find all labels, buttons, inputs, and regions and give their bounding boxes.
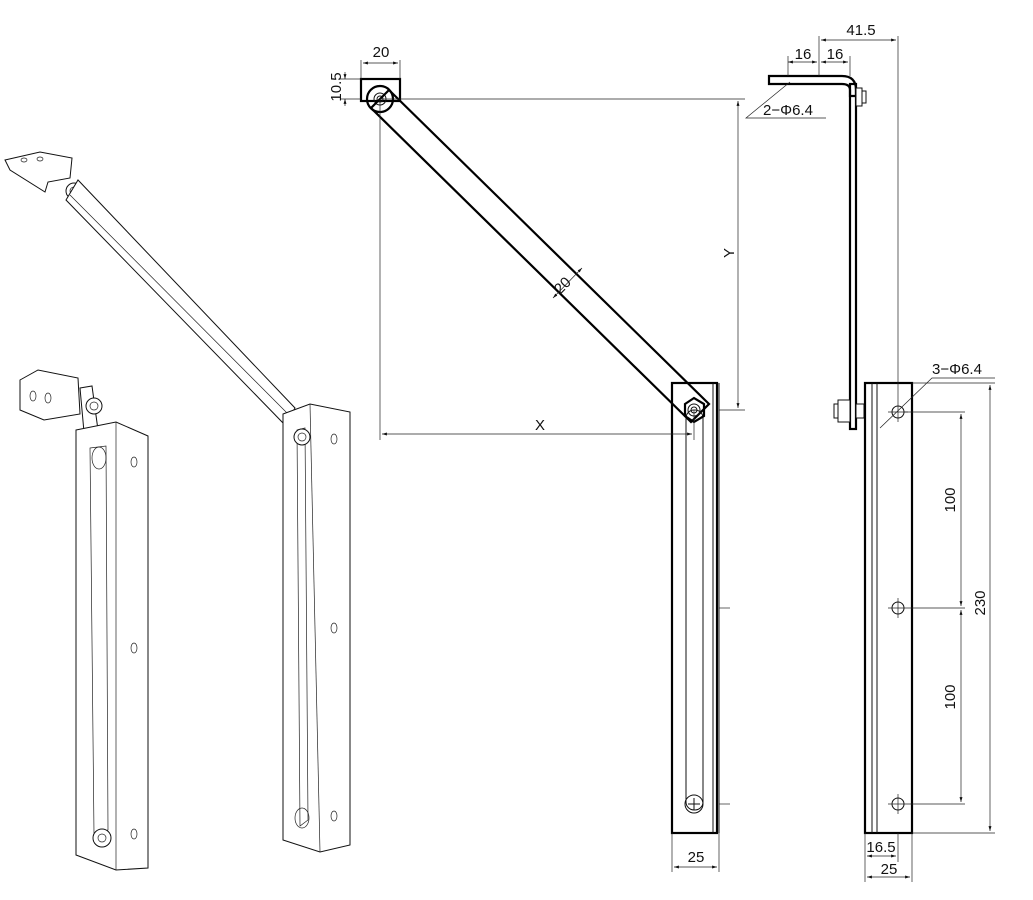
dim-hole-pitch-lower: 100 <box>942 684 959 709</box>
dim-top-offset: 10.5 <box>328 72 345 101</box>
dim-side-bottom-width: 25 <box>881 861 898 878</box>
dim-front-bottom-width: 25 <box>688 849 705 866</box>
dim-hole-pitch-upper: 100 <box>942 487 959 512</box>
side-view: 41.5 16 16 2−Φ6.4 3−Φ6.4 100 100 230 16.… <box>745 22 995 882</box>
front-view: 20 10.5 20 Y X 25 <box>328 44 745 872</box>
dim-top-width: 20 <box>373 44 390 61</box>
dim-x: X <box>535 417 545 434</box>
iso-view-extended <box>4 151 351 853</box>
dim-side-bracket-holes: 3−Φ6.4 <box>932 361 982 378</box>
dim-bracket-length: 230 <box>972 590 989 615</box>
dim-side-spacing-a: 16 <box>795 46 812 63</box>
dim-side-total: 41.5 <box>846 22 875 39</box>
iso-view-folded <box>19 369 149 871</box>
dim-side-spacing-b: 16 <box>827 46 844 63</box>
dim-side-bottom-inner: 16.5 <box>866 839 895 856</box>
dim-side-top-holes: 2−Φ6.4 <box>763 102 813 119</box>
dim-y: Y <box>721 248 738 258</box>
dim-arm-width: 20 <box>551 274 575 298</box>
